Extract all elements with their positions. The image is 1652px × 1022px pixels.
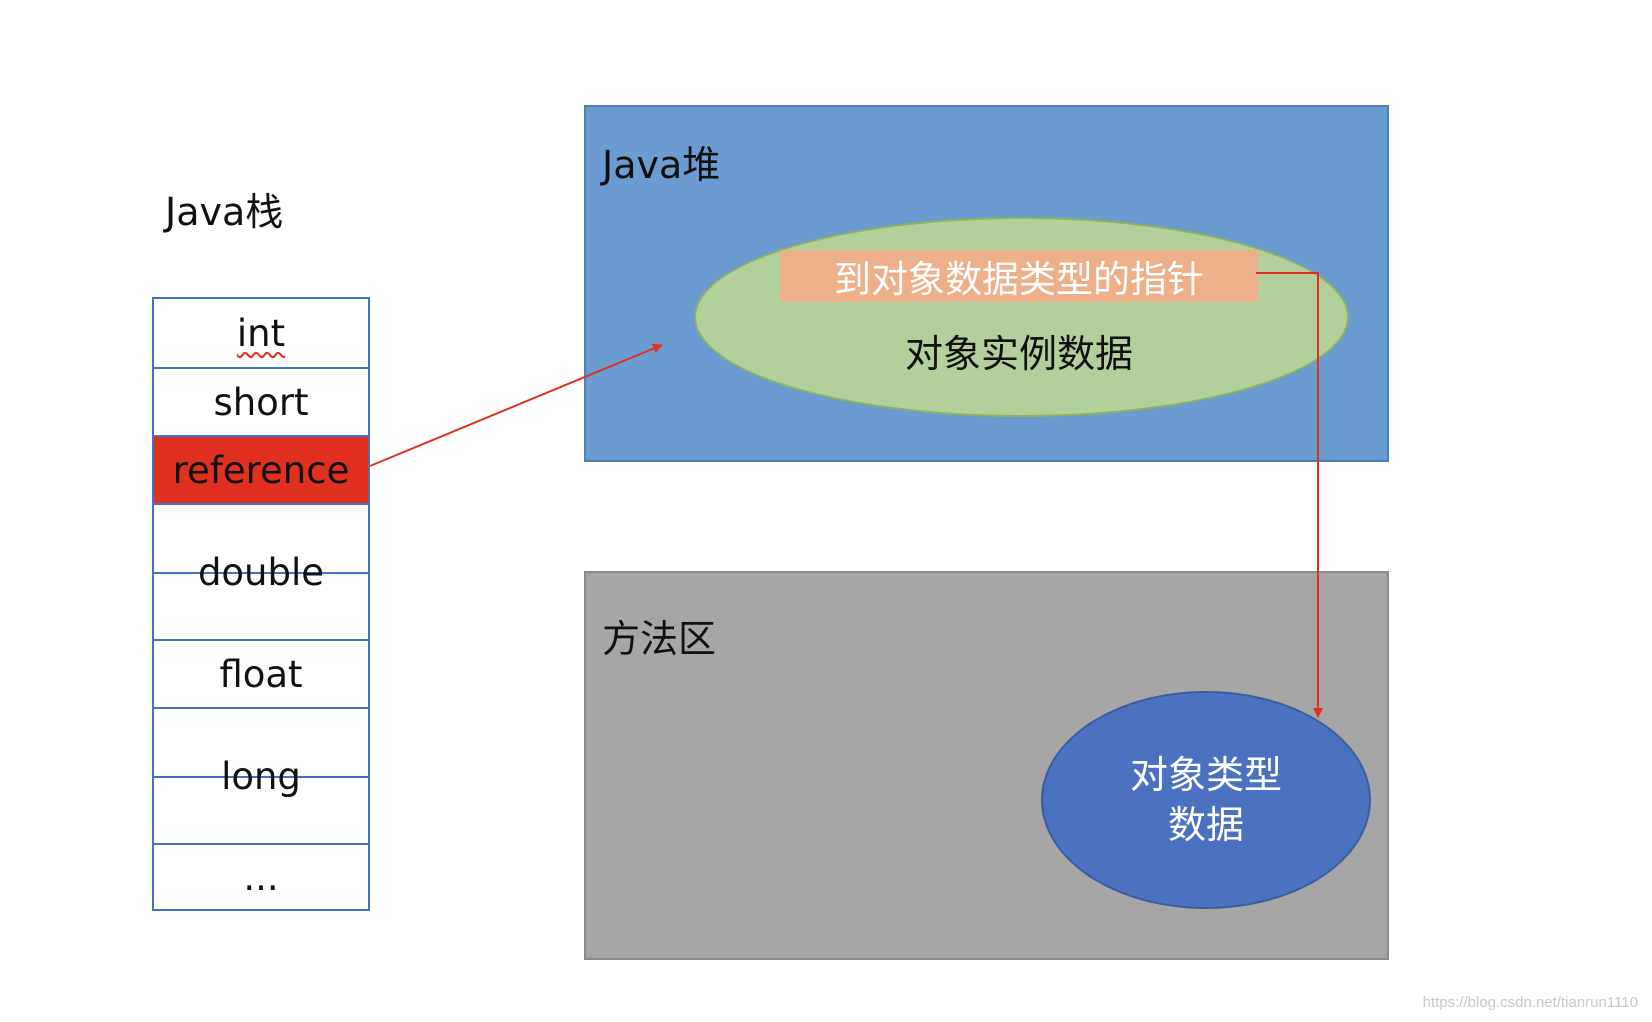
stack-slot-int: int: [154, 299, 368, 367]
stack-slot-long-label: long: [221, 754, 301, 798]
object-type-data-line2: 数据: [1167, 803, 1244, 847]
stack-slot-double-label: double: [197, 550, 325, 594]
object-instance-ellipse: [694, 217, 1349, 417]
stack-slot-ellipsis-label: ...: [243, 855, 279, 899]
stack-slot-reference-label: reference: [172, 448, 350, 492]
stack-slot-int-label: int: [236, 311, 286, 355]
object-type-data-ellipse: 对象类型 数据: [1041, 691, 1371, 909]
stack-slot-reference: reference: [154, 435, 368, 503]
java-heap-title: Java堆: [602, 143, 721, 187]
stack-slot-double: double: [154, 503, 368, 639]
type-pointer-label: 到对象数据类型的指针: [834, 258, 1204, 301]
stack-slot-ellipsis: ...: [154, 843, 368, 909]
method-area-title: 方法区: [602, 617, 717, 661]
stack-slot-float-label: float: [219, 652, 303, 696]
stack-slot-short-label: short: [213, 380, 309, 424]
java-stack-title: Java栈: [165, 190, 284, 234]
stack-slot-long: long: [154, 707, 368, 843]
method-area: 方法区 对象类型 数据: [584, 571, 1389, 960]
object-instance-label: 对象实例数据: [904, 332, 1133, 376]
stack-slot-float: float: [154, 639, 368, 707]
java-heap: Java堆 到对象数据类型的指针 对象实例数据: [584, 105, 1389, 462]
stack-slot-divider: [154, 572, 368, 574]
stack-slot-short: short: [154, 367, 368, 435]
type-pointer-box: 到对象数据类型的指针: [780, 250, 1258, 302]
stack-slot-divider: [154, 776, 368, 778]
object-type-data-line1: 对象类型: [1129, 753, 1282, 797]
java-stack: int short reference double float long ..…: [152, 297, 370, 911]
watermark: https://blog.csdn.net/tianrun1110: [1422, 994, 1638, 1011]
